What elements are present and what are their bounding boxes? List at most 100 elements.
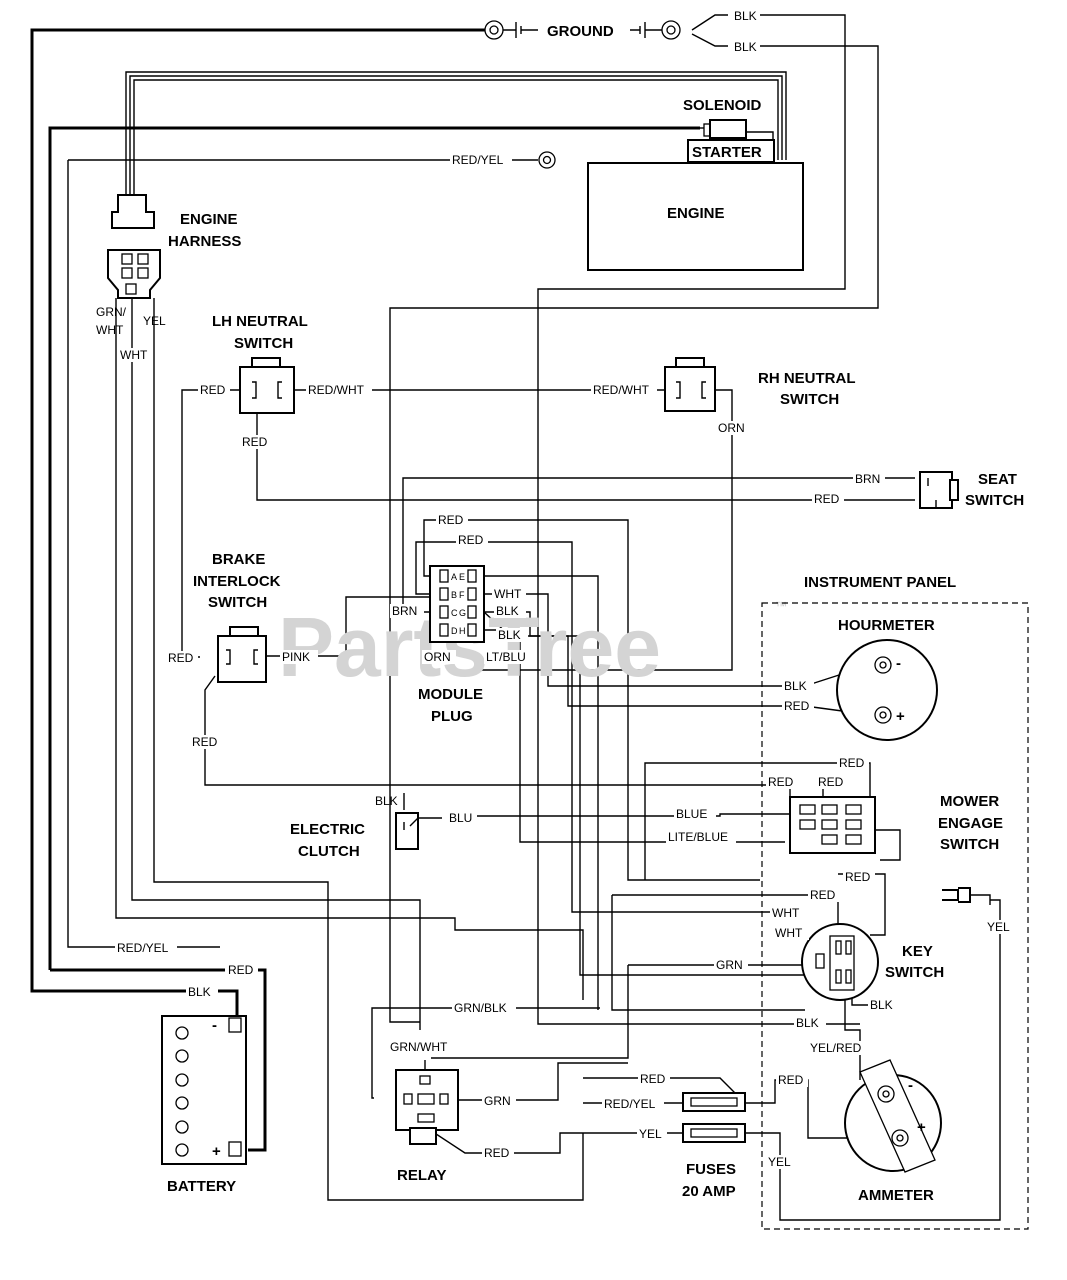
engine-harness: ENGINE HARNESS	[107, 194, 241, 299]
relay-label: RELAY	[397, 1167, 446, 1184]
wire-label: RED	[242, 435, 268, 449]
panel-connector	[942, 887, 971, 903]
engine-harness-label-1: ENGINE	[180, 211, 238, 228]
wire-label: WHT	[494, 587, 522, 601]
relay: RELAY	[395, 1069, 459, 1184]
wire-label: GRN	[716, 958, 743, 972]
module-plug: A B C D E F G H MODULE PLUG	[418, 565, 485, 725]
hourmeter-plus: +	[896, 708, 905, 725]
wire-label: BRN	[392, 604, 417, 618]
wire-label: RED	[228, 963, 254, 977]
rh-neutral-switch: RH NEUTRAL SWITCH	[664, 357, 856, 412]
wire-label: PINK	[282, 650, 310, 664]
engine: ENGINE	[587, 162, 804, 271]
lh-neutral-label-1: LH NEUTRAL	[212, 313, 308, 330]
wire-label: BLK	[188, 985, 211, 999]
wire-label: YEL	[987, 920, 1010, 934]
key-switch: KEY SWITCH	[801, 923, 944, 1001]
engine-label: ENGINE	[667, 205, 725, 222]
hourmeter-minus: -	[896, 655, 901, 672]
wire-label: BLU	[449, 811, 472, 825]
wire-labels: BLK BLK RED/YEL GRN/ WHT YEL WHT RED RED…	[96, 9, 1015, 1169]
brake-interlock-switch: BRAKE INTERLOCK SWITCH	[193, 551, 281, 683]
wire-label: LT/BLU	[486, 650, 526, 664]
wire-label: RED/WHT	[593, 383, 650, 397]
module-pin-f: F	[459, 590, 465, 600]
wire-label: WHT	[775, 926, 803, 940]
brake-label-2: INTERLOCK	[193, 573, 281, 590]
wire-label: RED	[484, 1146, 510, 1160]
module-pin-c: C	[451, 608, 458, 618]
wire-label: RED	[438, 513, 464, 527]
wire-label: BLK	[870, 998, 893, 1012]
wire-label: BRN	[855, 472, 880, 486]
module-pin-h: H	[459, 626, 466, 636]
module-pin-e: E	[459, 572, 465, 582]
ammeter: - + AMMETER	[844, 1059, 942, 1204]
battery-minus: -	[212, 1017, 217, 1034]
wire-label: GRN/	[96, 305, 127, 319]
rh-neutral-label-1: RH NEUTRAL	[758, 370, 856, 387]
watermark-tm: ™	[775, 599, 787, 613]
wire-label: RED	[814, 492, 840, 506]
electric-clutch-label-2: CLUTCH	[298, 843, 360, 860]
wire-label: RED	[784, 699, 810, 713]
module-pin-b: B	[451, 590, 457, 600]
wire-label: LITE/BLUE	[668, 830, 728, 844]
ground-symbol: GROUND	[484, 20, 681, 40]
wire-label: WHT	[120, 348, 148, 362]
wire-label: YEL	[143, 314, 166, 328]
ring-terminal-red-yel	[520, 151, 556, 169]
wire-label: BLUE	[676, 807, 707, 821]
wire-label: RED	[640, 1072, 666, 1086]
lh-neutral-switch: LH NEUTRAL SWITCH	[212, 313, 308, 414]
wire-label: RED/WHT	[308, 383, 365, 397]
wire-label: BLK	[796, 1016, 819, 1030]
wire-label: YEL	[768, 1155, 791, 1169]
wire-label: BLK	[498, 628, 521, 642]
seat-switch-label-2: SWITCH	[965, 492, 1024, 509]
wire-label: RED	[845, 870, 871, 884]
wire-label: YEL	[639, 1127, 662, 1141]
wires	[30, 14, 1001, 1221]
brake-label-3: SWITCH	[208, 594, 267, 611]
seat-switch: SEAT SWITCH	[919, 471, 1024, 509]
wire-label: RED	[192, 735, 218, 749]
wire-label: RED	[818, 775, 844, 789]
watermark: PartsTree ™	[278, 599, 787, 694]
wire-label: RED	[200, 383, 226, 397]
starter: STARTER	[687, 139, 775, 163]
battery: - + BATTERY	[161, 1015, 247, 1195]
module-pin-g: G	[459, 608, 466, 618]
instrument-panel: INSTRUMENT PANEL	[761, 574, 1029, 1230]
wire-label: RED	[839, 756, 865, 770]
wire-label: YEL/RED	[810, 1041, 862, 1055]
mower-engage-label-3: SWITCH	[940, 836, 999, 853]
mower-engage-switch: MOWER ENGAGE SWITCH	[789, 793, 1003, 854]
wire-label: BLK	[784, 679, 807, 693]
fuses-label-1: FUSES	[686, 1161, 736, 1178]
wire-label: WHT	[772, 906, 800, 920]
lh-neutral-label-2: SWITCH	[234, 335, 293, 352]
hourmeter-label: HOURMETER	[838, 617, 935, 634]
solenoid: SOLENOID	[683, 97, 762, 139]
wire-label: RED	[768, 775, 794, 789]
module-plug-label-2: PLUG	[431, 708, 473, 725]
electric-clutch-label-1: ELECTRIC	[290, 821, 365, 838]
wire-label: RED	[168, 651, 194, 665]
wire-label: ORN	[718, 421, 745, 435]
wire-label: GRN/BLK	[454, 1001, 507, 1015]
wire-label: RED/YEL	[117, 941, 169, 955]
module-plug-label-1: MODULE	[418, 686, 483, 703]
wire-label: GRN/WHT	[390, 1040, 448, 1054]
module-pin-d: D	[451, 626, 458, 636]
hourmeter: - + HOURMETER	[836, 617, 938, 741]
key-switch-label-1: KEY	[902, 943, 933, 960]
electric-clutch: ELECTRIC CLUTCH	[290, 812, 419, 860]
solenoid-label: SOLENOID	[683, 97, 762, 114]
wire-label: BLK	[734, 9, 757, 23]
wire-label: BLK	[734, 40, 757, 54]
wire-label: ORN	[424, 650, 451, 664]
battery-label: BATTERY	[167, 1178, 236, 1195]
